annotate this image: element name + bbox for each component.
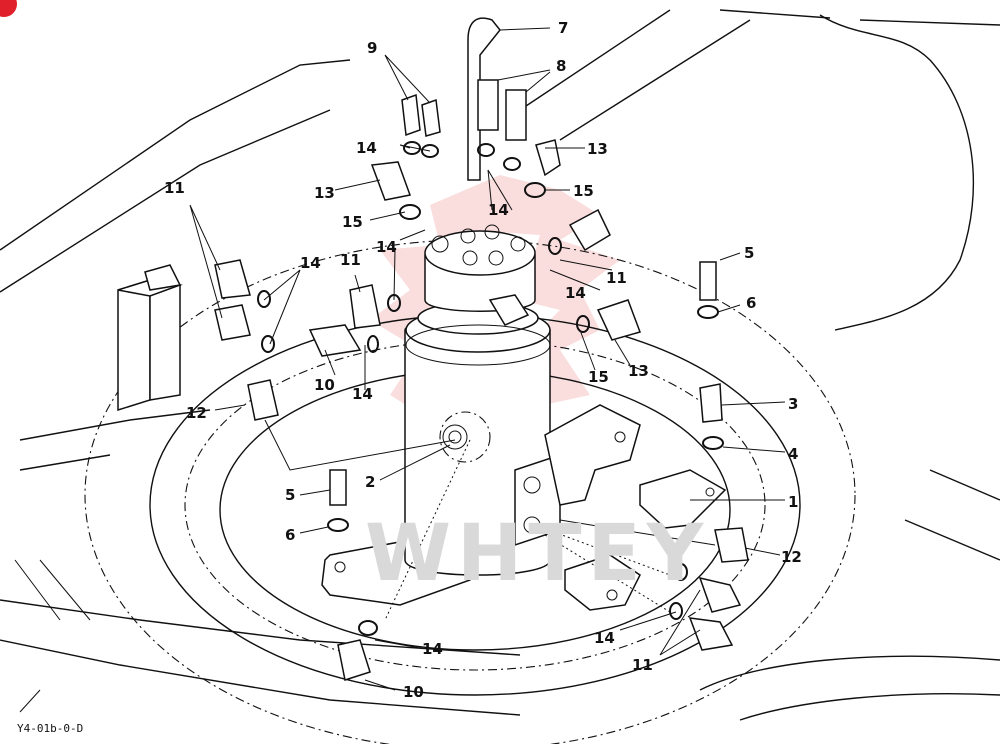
callout-8: 8 — [556, 57, 566, 75]
callout-6-top: 6 — [746, 294, 756, 312]
callout-13-right: 13 — [628, 362, 649, 380]
callout-14-low: 14 — [352, 385, 373, 403]
callout-14-top: 14 — [356, 139, 377, 157]
leader-lines — [19, 27, 786, 713]
o-rings — [257, 141, 724, 636]
callout-labels: 1 2 3 4 5 5 6 6 7 8 9 10 10 11 11 11 11 … — [164, 19, 802, 701]
callout-14-bottom: 14 — [422, 640, 443, 658]
counterweight-blocks — [117, 264, 183, 412]
callout-15-right: 15 — [588, 368, 609, 386]
callout-14-right: 14 — [565, 284, 586, 302]
callout-12-right: 12 — [781, 548, 802, 566]
callout-10-top: 10 — [314, 376, 335, 394]
callout-2: 2 — [365, 473, 375, 491]
callout-11-bottom: 11 — [632, 656, 653, 674]
callout-9: 9 — [367, 39, 377, 57]
fittings — [214, 17, 749, 681]
callout-5-top: 5 — [744, 244, 754, 262]
callout-13-left: 13 — [314, 184, 335, 202]
corner-badge — [0, 0, 17, 17]
watermark-text: WHTEY — [365, 509, 709, 599]
callout-15-left: 15 — [342, 213, 363, 231]
callout-5-bottom: 5 — [285, 486, 295, 504]
callout-13-top: 13 — [587, 140, 608, 158]
callout-14-bottom-right: 14 — [594, 629, 615, 647]
callout-1: 1 — [788, 493, 798, 511]
callout-6-bottom: 6 — [285, 526, 295, 544]
callout-15-top: 15 — [573, 182, 594, 200]
callout-7: 7 — [558, 19, 568, 37]
callout-4: 4 — [788, 445, 798, 463]
callout-14-center: 14 — [488, 201, 509, 219]
callout-11-right: 11 — [606, 269, 627, 287]
callout-12-left: 12 — [186, 404, 207, 422]
callout-11-left: 11 — [164, 179, 185, 197]
callout-10-bottom: 10 — [403, 683, 424, 701]
callout-14-mid: 14 — [376, 238, 397, 256]
swivel-joint — [321, 224, 727, 611]
machine-frame — [0, 9, 1000, 721]
callout-14-left: 14 — [300, 254, 321, 272]
callout-3: 3 — [788, 395, 798, 413]
callout-11-mid: 11 — [340, 251, 361, 269]
figure-code: Y4-01b-0-D — [17, 722, 83, 735]
